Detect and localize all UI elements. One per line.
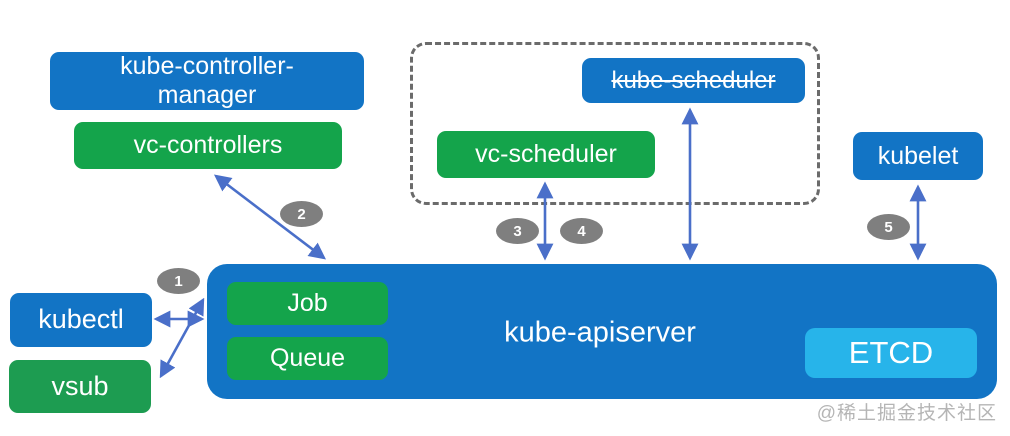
step-badge-4: 4 (560, 218, 603, 244)
step-badge-3: 3 (496, 218, 539, 244)
node-label: vsub (51, 370, 109, 401)
node-label: vc-controllers (133, 131, 283, 160)
node-vsub: vsub (9, 360, 151, 413)
node-queue: Queue (227, 337, 388, 380)
node-label: vc-scheduler (475, 140, 617, 169)
watermark: @稀土掘金技术社区 (816, 403, 997, 424)
node-kube-apiserver-label: kube-apiserver (504, 316, 696, 349)
node-kube-controller-manager: kube-controller- manager (50, 52, 364, 110)
node-kubectl: kubectl (10, 293, 152, 347)
node-job: Job (227, 282, 388, 325)
node-etcd: ETCD (805, 328, 977, 378)
step-badge-5: 5 (867, 214, 910, 240)
node-label: Job (287, 289, 328, 318)
scheduler-group-dashed-box (410, 42, 820, 205)
node-label-line2: manager (157, 81, 257, 109)
node-label: kubelet (877, 141, 959, 170)
node-kube-scheduler: kube-scheduler (582, 58, 805, 103)
node-label: ETCD (848, 335, 934, 371)
node-vc-scheduler: vc-scheduler (437, 131, 655, 178)
node-label-line1: kube-controller- (120, 52, 294, 81)
step-badge-1: 1 (157, 268, 200, 294)
node-label: kubectl (38, 304, 124, 335)
node-vc-controllers: vc-controllers (74, 122, 342, 169)
node-label: Queue (269, 344, 346, 373)
node-label: kube-scheduler (611, 66, 776, 94)
step-badge-2: 2 (280, 201, 323, 227)
arrow-vsub-apiserver (159, 297, 205, 379)
node-kubelet: kubelet (853, 132, 983, 180)
node-kube-apiserver: Job Queue kube-apiserver ETCD (207, 264, 997, 399)
